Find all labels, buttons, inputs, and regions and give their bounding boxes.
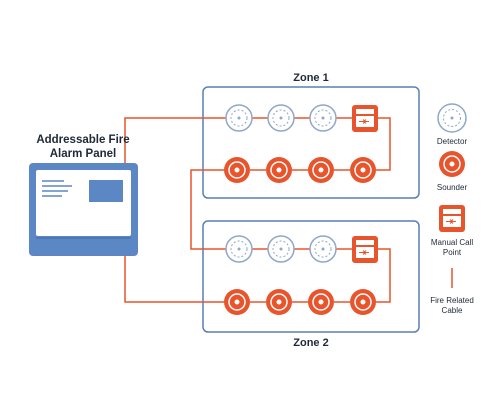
detector-icon [309, 104, 337, 132]
detector-icon [309, 235, 337, 263]
panel-screen [89, 180, 123, 202]
detector-icon [267, 104, 295, 132]
legend-cable-label: Fire Related Cable [417, 296, 487, 315]
zone-1-devices [224, 104, 378, 183]
detector-icon [225, 235, 253, 263]
sounder-icon [350, 289, 376, 315]
panel-text-lines [42, 180, 72, 197]
fire-alarm-panel [29, 163, 138, 256]
legend-call-point-icon [439, 205, 465, 232]
panel-display [36, 170, 131, 236]
legend-call-point-line1: Manual Call [430, 238, 474, 247]
legend-call-point-line2: Point [442, 247, 462, 257]
detector-icon [267, 235, 295, 263]
detector-icon [225, 104, 253, 132]
sounder-icon [350, 157, 376, 183]
zone-1-box [202, 86, 420, 199]
zone-1-label: Zone 1 [293, 72, 329, 84]
legend-call-point-label: Manual Call Point [417, 238, 487, 257]
legend-cable-line1: Fire Related [430, 296, 474, 305]
manual-call-point-icon [352, 236, 378, 263]
sounder-icon [224, 157, 250, 183]
legend-detector-label: Detector [436, 137, 468, 146]
sounder-icon [224, 289, 250, 315]
zone-2-devices [224, 235, 378, 315]
sounder-icon [266, 157, 292, 183]
panel-title-line1: Addressable Fire [36, 134, 130, 146]
sounder-icon [308, 289, 334, 315]
legend-sounder-label: Sounder [436, 183, 468, 192]
legend-sounder-icon [439, 151, 465, 177]
cable-wiring [124, 117, 391, 303]
panel-title: Addressable Fire Alarm Panel [23, 134, 143, 162]
panel-title-line2: Alarm Panel [49, 147, 117, 160]
sounder-icon [308, 157, 334, 183]
sounder-icon [266, 289, 292, 315]
zone-2-box [202, 220, 420, 333]
manual-call-point-icon [352, 105, 378, 132]
zone-2-label: Zone 2 [293, 337, 329, 349]
legend-detector-icon [437, 103, 467, 133]
legend-cable-line2: Cable [441, 305, 463, 315]
